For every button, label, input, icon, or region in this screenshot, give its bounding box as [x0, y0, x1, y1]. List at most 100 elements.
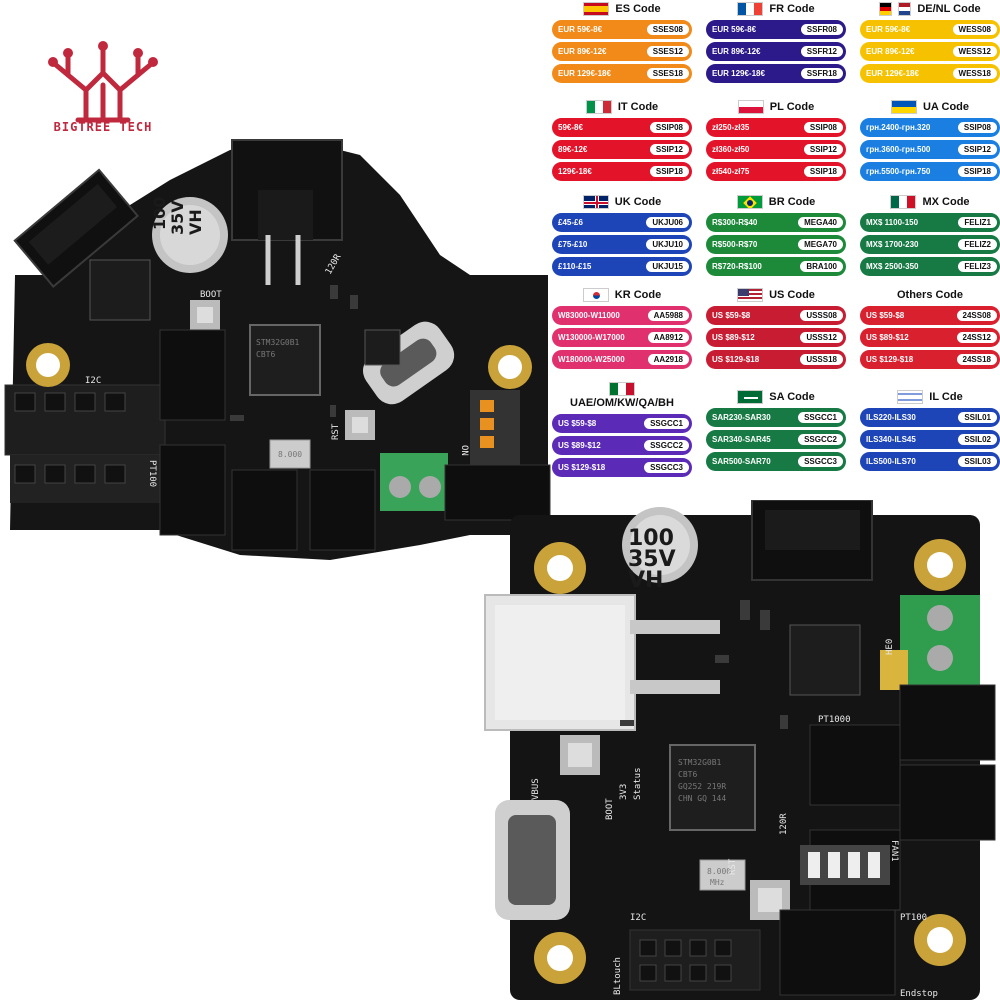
chip1-sub: CBT6 [256, 350, 275, 359]
coupon-code: SSIP12 [649, 144, 689, 155]
fan1-label: FAN1 [889, 840, 899, 862]
region-label: UK Code [614, 196, 662, 208]
coupon-code: BRA100 [800, 261, 843, 272]
chip1-name: STM32G0B1 [256, 338, 300, 347]
coupon-price: EUR 129€-18€ [712, 69, 765, 78]
pt100-2-label: PT100 [900, 913, 927, 923]
coupon-price: SAR340-SAR45 [712, 435, 771, 444]
cap2-code: VH [628, 568, 663, 593]
flag-es-icon [583, 2, 610, 16]
coupon-price: R$300-R$40 [712, 218, 758, 227]
coupon-price: EUR 89€-12€ [866, 47, 915, 56]
coupon-price: EUR 129€-18€ [558, 69, 611, 78]
coupon-price: US $89-$12 [866, 333, 909, 342]
coupon-code: USSS18 [800, 354, 843, 365]
board-round-photo: 100 35V VH STM32G0B1 CBT6 8.000 BOOT I2C… [0, 135, 560, 560]
coupon-price: R$500-R$70 [712, 240, 758, 249]
region-label: DE/NL Code [917, 3, 981, 15]
region-label: IL Cde [929, 391, 963, 403]
coupon-code: WESS08 [952, 24, 997, 35]
coupon-code: SSIP18 [649, 166, 689, 177]
coupon-code: 24SS08 [956, 310, 997, 321]
coupon-code: SSIL01 [958, 412, 997, 423]
coupon-price: 129€-18€ [558, 167, 592, 176]
coupon-price: US $59-$8 [558, 419, 597, 428]
cap2-voltage: 35V [628, 547, 676, 572]
r120-2-label: 120R [779, 813, 789, 835]
coupon-price: EUR 129€-18€ [866, 69, 919, 78]
coupon-code: 24SS18 [956, 354, 997, 365]
coupon-code: MEGA70 [798, 239, 843, 250]
flag-de-icon [879, 2, 893, 16]
coupon-code: SSFR18 [800, 68, 843, 79]
coupon-price: US $59-$8 [712, 311, 751, 320]
he0-label: HE0 [885, 639, 895, 655]
flag-sa-icon [737, 390, 764, 404]
coupon-code: SSGCC3 [798, 456, 843, 467]
crystal1-label: 8.000 [278, 450, 302, 459]
coupon-code: AA8912 [647, 332, 689, 343]
coupon-code: FELIZ2 [958, 239, 997, 250]
region-header: UA Code [860, 98, 1000, 116]
coupon-price: W83000-W11000 [558, 311, 620, 320]
coupon-row: EUR 129€-18€SSES18 [552, 64, 692, 83]
coupon-code: 24SS12 [956, 332, 997, 343]
bigtreetech-logo [48, 41, 158, 123]
region-label: PL Code [769, 101, 815, 113]
coupon-row: EUR 59€-8€SSES08 [552, 20, 692, 39]
vbus-label: VBUS [531, 778, 541, 800]
coupon-price: 59€-8€ [558, 123, 583, 132]
coupon-price: EUR 59€-8€ [712, 25, 757, 34]
coupon-code: WESS18 [952, 68, 997, 79]
region-label: UA Code [922, 101, 970, 113]
cap1-value: 100 [150, 197, 169, 230]
coupon-code: SSIP18 [957, 166, 997, 177]
coupon-price: US $89-$12 [558, 441, 601, 450]
flag-it-icon [585, 100, 612, 114]
coupon-price: zł360-zł50 [712, 145, 750, 154]
flag-fr-icon [737, 2, 764, 16]
flag-uk-icon [582, 195, 609, 209]
coupon-code: UKJU10 [646, 239, 689, 250]
region-label: SA Code [769, 391, 815, 403]
on1-label: ON [459, 445, 469, 456]
flag-kr-icon [582, 288, 609, 302]
coupon-code: SSGCC1 [798, 412, 843, 423]
coupon-price: ILS500-ILS70 [866, 457, 916, 466]
rst2-label: RST [728, 858, 738, 875]
flag-us-icon [737, 288, 764, 302]
coupon-code: UKJU15 [646, 261, 689, 272]
coupon-row: R$500-R$70 MEGA70 [706, 235, 846, 254]
coupon-row: EUR 89€-12€SSFR12 [706, 42, 846, 61]
coupon-code: SSGCC1 [644, 418, 689, 429]
coupon-price: US $59-$8 [866, 311, 905, 320]
crystal2-unit: MHz [710, 878, 725, 887]
coupon-code: SSIP08 [649, 122, 689, 133]
coupon-code: SSIP08 [957, 122, 997, 133]
coupon-price: ILS220-ILS30 [866, 413, 916, 422]
region-header: US Code [706, 286, 846, 304]
coupon-price: W180000-W25000 [558, 355, 625, 364]
coupon-row: EUR 129€-18€ SSFR18 [706, 64, 846, 83]
flag-il-icon [897, 390, 924, 404]
region-header: Others Code [860, 286, 1000, 304]
region-header: IL Cde [860, 388, 1000, 406]
coupon-code: FELIZ1 [958, 217, 997, 228]
